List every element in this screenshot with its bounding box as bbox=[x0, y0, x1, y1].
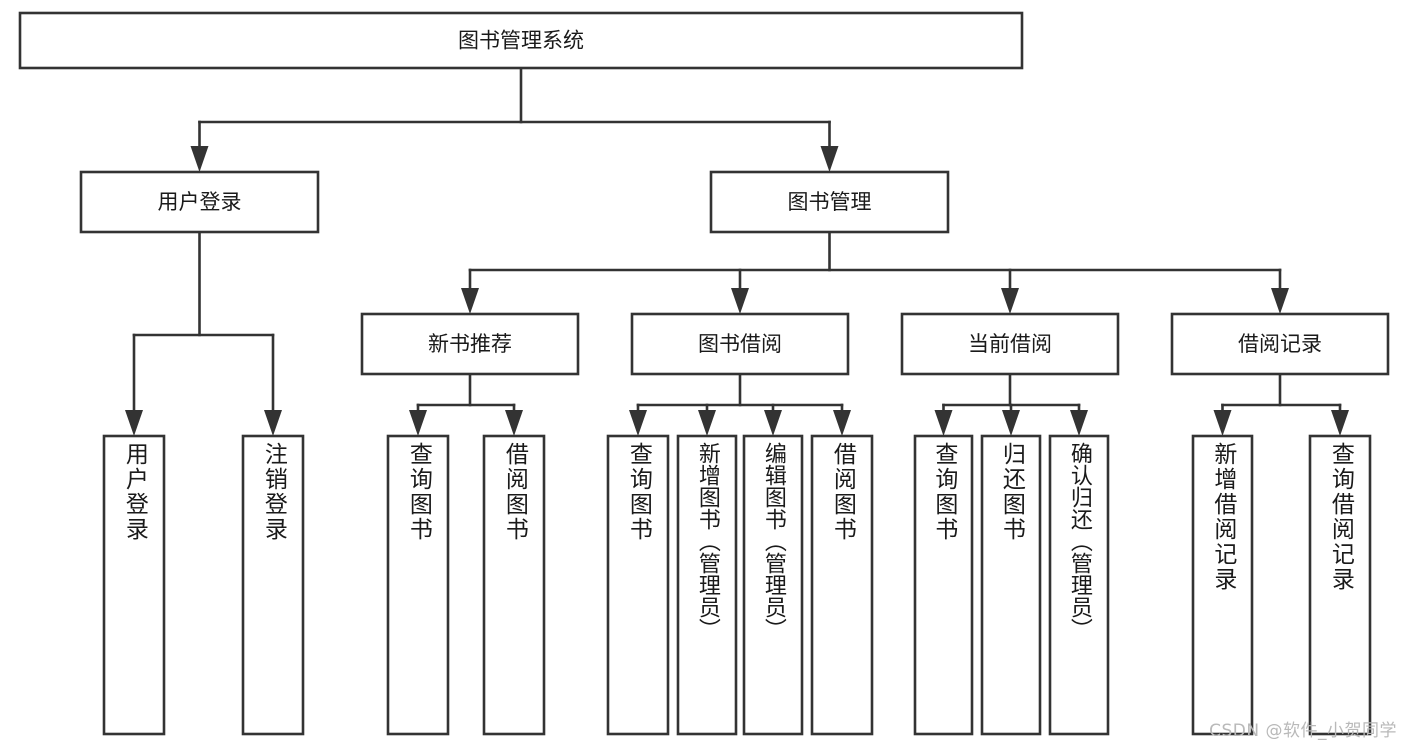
node-leaf-9-box[interactable] bbox=[980, 434, 1042, 736]
arrow-l3-0-leaf-1-head bbox=[505, 410, 523, 436]
node-leaf-1[interactable] bbox=[241, 434, 305, 736]
node-leaf-11[interactable] bbox=[1191, 434, 1254, 736]
node-l3-1-label: 图书借阅 bbox=[698, 332, 782, 356]
arrow-l2-to-l3-3-head bbox=[1271, 288, 1289, 314]
arrow-l3-1-leaf-2-head bbox=[764, 410, 782, 436]
node-leaf-0-box[interactable] bbox=[102, 434, 166, 736]
node-l2-0[interactable]: 用户登录 bbox=[79, 170, 320, 234]
node-l3-2-box[interactable] bbox=[900, 312, 1120, 376]
arrow-l3-1-leaf-3-head bbox=[833, 410, 851, 436]
node-l2-0-label: 用户登录 bbox=[158, 190, 242, 214]
node-leaf-5-box[interactable] bbox=[676, 434, 738, 736]
arrow-l2-to-l3-0-head bbox=[461, 288, 479, 314]
node-leaf-12-box[interactable] bbox=[1308, 434, 1372, 736]
arrow-l2-0-leaf-0-head bbox=[125, 410, 143, 436]
node-leaf-1-box[interactable] bbox=[241, 434, 305, 736]
node-l3-0-box[interactable] bbox=[360, 312, 580, 376]
node-l2-1[interactable]: 图书管理 bbox=[709, 170, 950, 234]
node-l3-2-label: 当前借阅 bbox=[968, 332, 1052, 356]
arrow-l3-0-leaf-0-head bbox=[409, 410, 427, 436]
arrow-root-to-l2-0-head bbox=[190, 146, 209, 172]
arrow-l2-to-l3-2-head bbox=[1001, 288, 1019, 314]
node-l3-1-box[interactable] bbox=[630, 312, 850, 376]
node-leaf-10[interactable] bbox=[1048, 434, 1110, 736]
arrow-l3-3-leaf-0-head bbox=[1213, 410, 1232, 436]
node-leaf-8[interactable] bbox=[913, 434, 974, 736]
node-l3-3[interactable]: 借阅记录 bbox=[1170, 312, 1390, 376]
arrow-root-to-l2-1-head bbox=[820, 146, 839, 172]
node-leaf-7[interactable] bbox=[810, 434, 874, 736]
node-l3-3-box[interactable] bbox=[1170, 312, 1390, 376]
node-leaf-9[interactable] bbox=[980, 434, 1042, 736]
node-l2-1-label: 图书管理 bbox=[788, 190, 872, 214]
node-leaf-2[interactable] bbox=[386, 434, 450, 736]
node-root-label: 图书管理系统 bbox=[458, 29, 584, 53]
node-leaf-8-box[interactable] bbox=[913, 434, 974, 736]
node-leaf-3-box[interactable] bbox=[482, 434, 546, 736]
node-leaf-6-box[interactable] bbox=[742, 434, 804, 736]
node-l3-0-label: 新书推荐 bbox=[428, 332, 512, 356]
node-leaf-2-box[interactable] bbox=[386, 434, 450, 736]
node-leaf-4[interactable] bbox=[606, 434, 670, 736]
node-root-box[interactable] bbox=[18, 11, 1024, 70]
arrow-l3-1-leaf-0-head bbox=[629, 410, 647, 436]
node-l2-0-box[interactable] bbox=[79, 170, 320, 234]
node-leaf-4-box[interactable] bbox=[606, 434, 670, 736]
node-leaf-12[interactable] bbox=[1308, 434, 1372, 736]
node-leaf-5[interactable] bbox=[676, 434, 738, 736]
arrow-l2-to-l3-1-head bbox=[731, 288, 749, 314]
connectors-layer bbox=[125, 66, 1349, 436]
arrow-l3-2-leaf-1-head bbox=[1002, 410, 1020, 436]
node-l2-1-box[interactable] bbox=[709, 170, 950, 234]
node-root[interactable]: 图书管理系统 bbox=[18, 11, 1024, 70]
node-leaf-11-box[interactable] bbox=[1191, 434, 1254, 736]
node-leaf-7-box[interactable] bbox=[810, 434, 874, 736]
arrow-l3-3-leaf-1-head bbox=[1331, 410, 1349, 436]
arrow-l3-1-leaf-1-head bbox=[698, 410, 716, 436]
watermark-text: CSDN @软件_小贺同学 bbox=[1209, 721, 1397, 741]
node-l3-3-label: 借阅记录 bbox=[1238, 332, 1322, 356]
node-leaf-3[interactable] bbox=[482, 434, 546, 736]
node-leaf-0[interactable] bbox=[102, 434, 166, 736]
arrow-l3-2-leaf-0-head bbox=[934, 410, 953, 436]
node-l3-0[interactable]: 新书推荐 bbox=[360, 312, 580, 376]
arrow-l3-2-leaf-2-head bbox=[1070, 410, 1088, 436]
arrow-l2-0-leaf-1-head bbox=[264, 410, 282, 436]
node-leaf-10-box[interactable] bbox=[1048, 434, 1110, 736]
node-l3-1[interactable]: 图书借阅 bbox=[630, 312, 850, 376]
node-l3-2[interactable]: 当前借阅 bbox=[900, 312, 1120, 376]
node-leaf-6[interactable] bbox=[742, 434, 804, 736]
